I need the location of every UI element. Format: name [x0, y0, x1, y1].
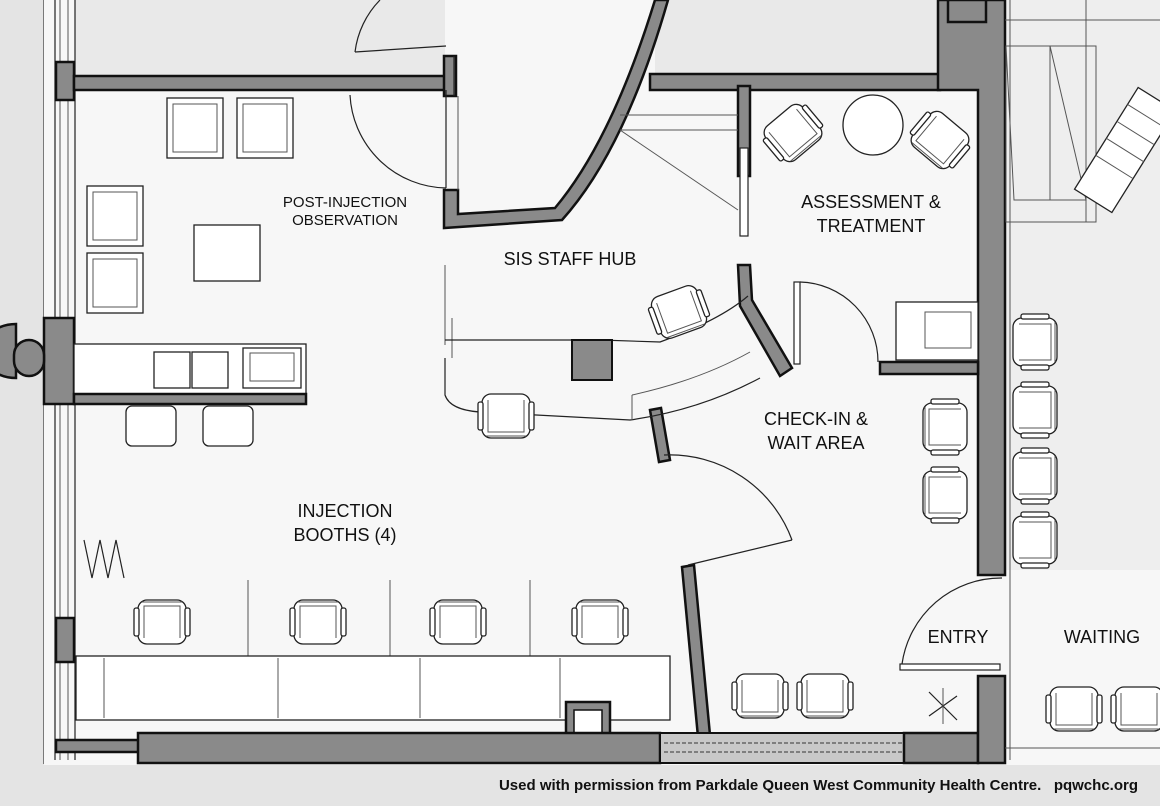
assessment-label-line2: TREATMENT [817, 216, 926, 236]
assessment-label-line1: ASSESSMENT & [801, 192, 941, 212]
waiting-label: WAITING [1064, 627, 1140, 647]
staff-hub-label: SIS STAFF HUB [504, 249, 637, 269]
post-injection-label-line2: OBSERVATION [292, 212, 398, 229]
staff-hub-desk [444, 265, 761, 439]
checkin-walls [648, 263, 879, 739]
injection-booths [75, 539, 671, 738]
assessment-furniture [756, 94, 980, 376]
checkin-label-line1: CHECK-IN & [764, 409, 868, 429]
credit-text: Used with permission from Parkdale Queen… [499, 777, 1138, 794]
exterior-waiting [1005, 0, 1160, 760]
south-wall [136, 674, 1007, 765]
observation-furniture [72, 97, 308, 447]
injection-label-line1: INJECTION [297, 501, 392, 521]
credit-band [0, 766, 1160, 806]
post-injection-label-line1: POST-INJECTION [283, 194, 407, 211]
exterior-strip [0, 0, 44, 806]
checkin-label-line2: WAIT AREA [767, 433, 864, 453]
entry-label: ENTRY [928, 627, 989, 647]
checkin-seating [731, 398, 968, 724]
entry-door [899, 577, 1003, 671]
injection-label-line2: BOOTHS (4) [293, 525, 396, 545]
north-walls [72, 0, 1007, 577]
